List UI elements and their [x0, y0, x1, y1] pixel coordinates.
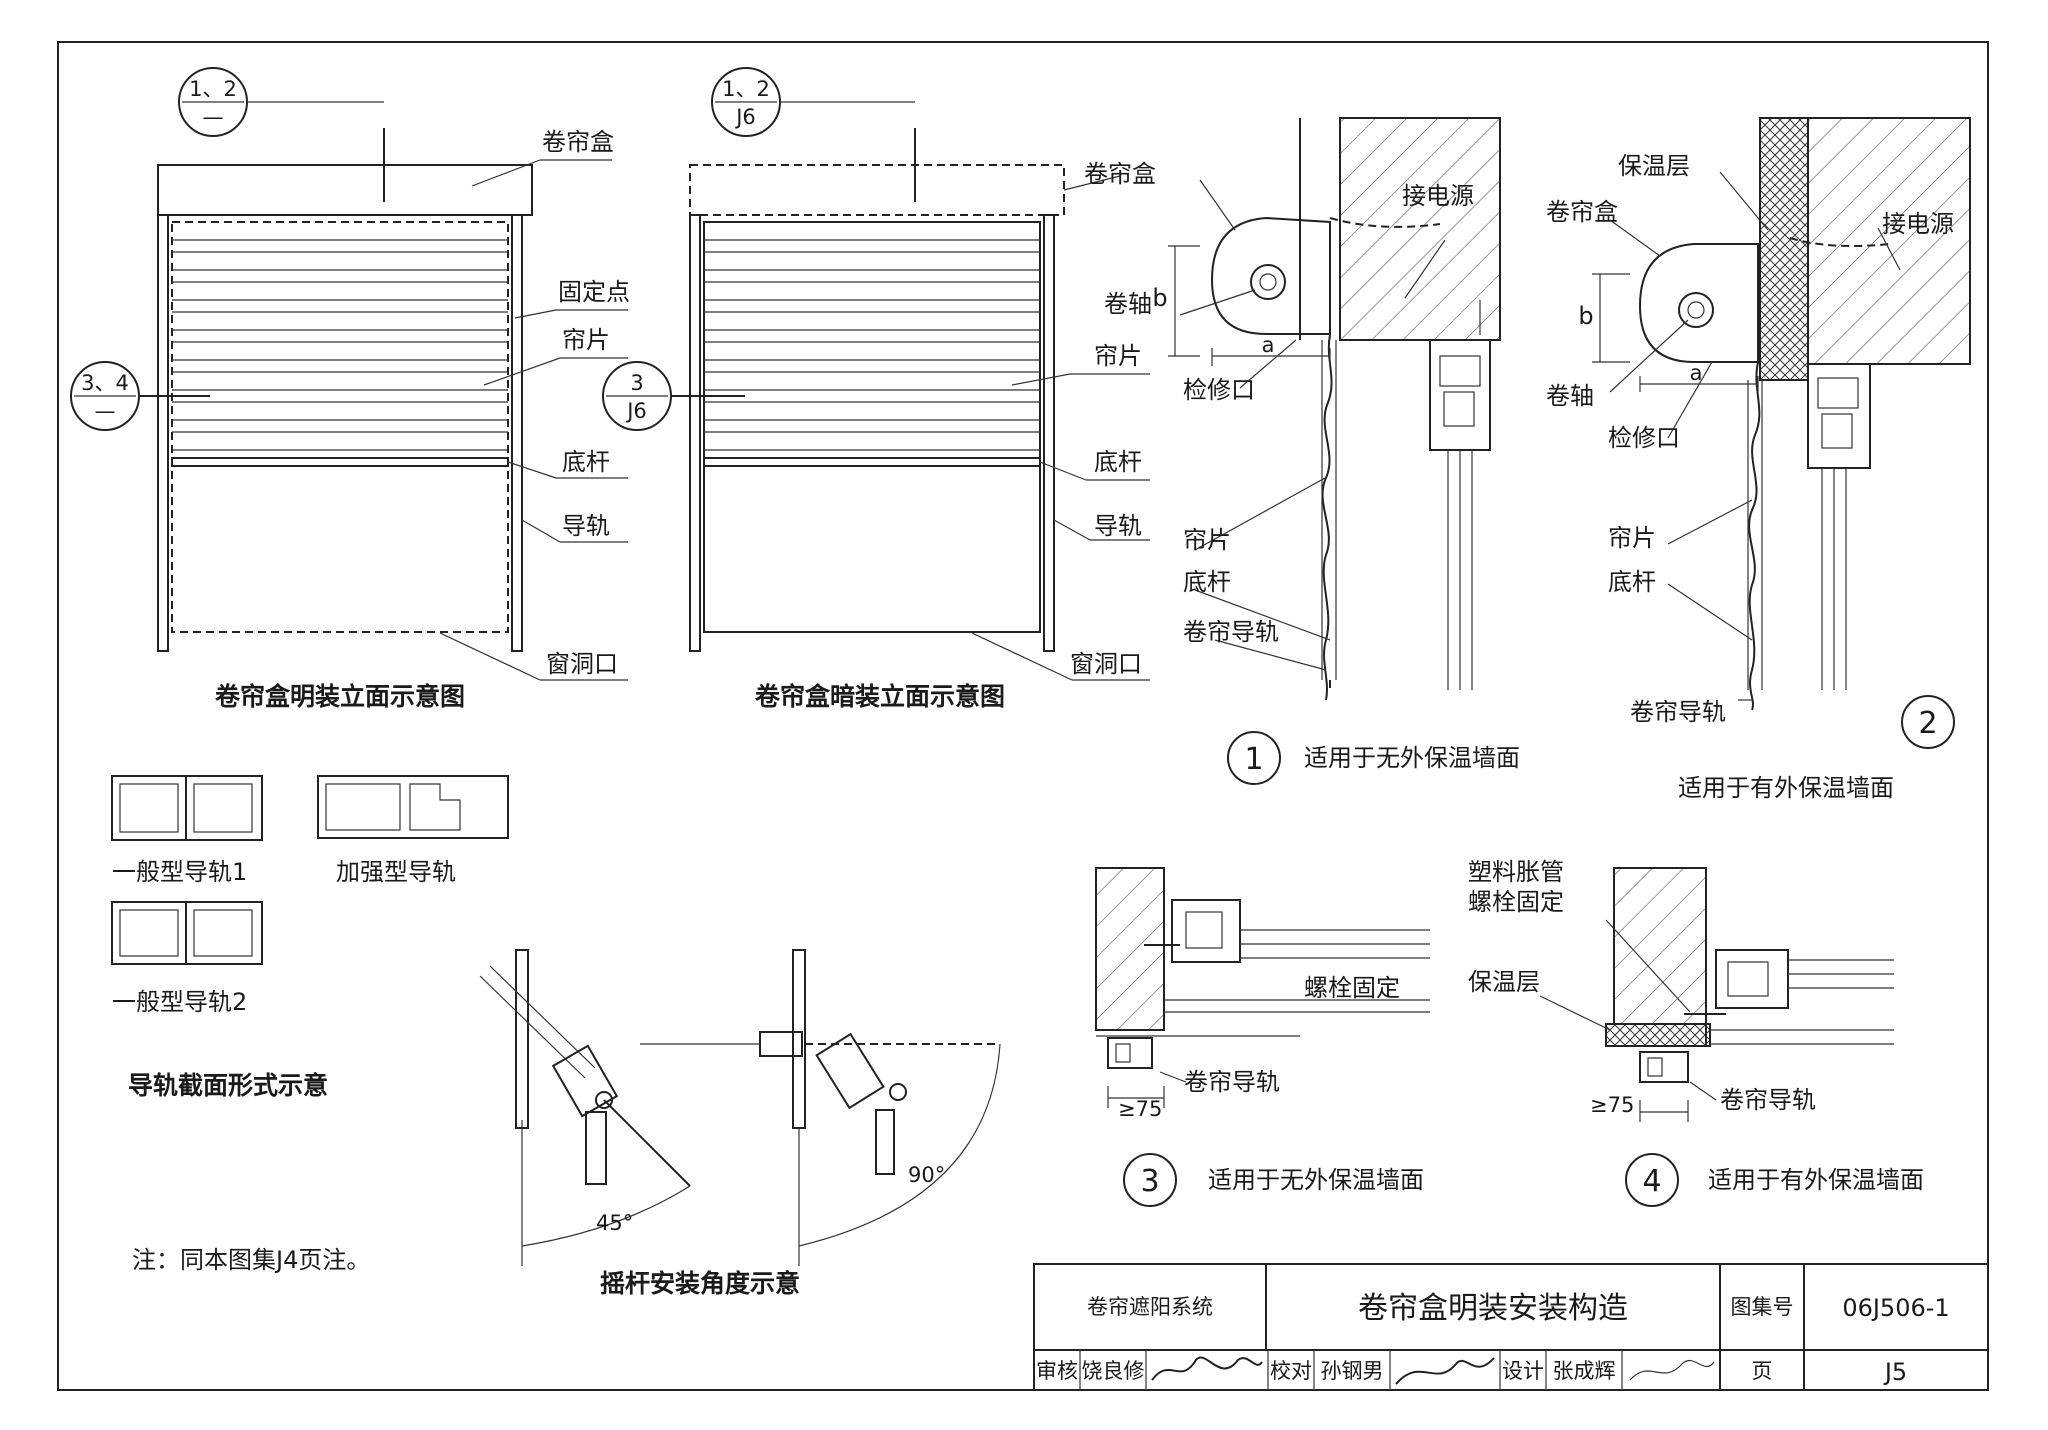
ref-left-top-den: — — [203, 105, 224, 129]
label-bottom-right: 底杆 — [1094, 448, 1142, 476]
label-rail-d3: 卷帘导轨 — [1184, 1068, 1280, 1096]
caption-elevation-right: 卷帘盒暗装立面示意图 — [755, 682, 1005, 711]
rail-sections — [111, 775, 509, 965]
label-rail-general1: 一般型导轨1 — [112, 858, 247, 886]
detail-3-number: 3 — [1140, 1164, 1159, 1199]
tb-review-label: 审核 — [1036, 1359, 1078, 1383]
tb-page-label: 页 — [1752, 1359, 1773, 1383]
label-rail-d4: 卷帘导轨 — [1720, 1086, 1816, 1114]
ref-right-side-num: 3 — [630, 371, 643, 395]
label-a-d2: a — [1690, 361, 1703, 385]
tb-reviewer: 饶良修 — [1082, 1359, 1145, 1383]
label-insulation-d4: 保温层 — [1468, 968, 1540, 996]
elevation-right — [602, 67, 1150, 681]
label-slat-d2: 帘片 — [1608, 524, 1656, 552]
caption-rail-sections: 导轨截面形式示意 — [128, 1071, 328, 1100]
designer-signature — [1629, 1359, 1715, 1381]
tb-atlas-label: 图集号 — [1731, 1295, 1794, 1319]
sheet-border — [57, 41, 1989, 1391]
caption-crank: 摇杆安装角度示意 — [600, 1269, 800, 1298]
detail-4-desc: 适用于有外保温墙面 — [1708, 1166, 1924, 1194]
label-opening-right: 窗洞口 — [1070, 650, 1142, 678]
detail-1-section — [1168, 117, 1501, 785]
title-block — [1033, 1263, 1989, 1391]
ref-left-top-num: 1、2 — [189, 77, 237, 101]
label-slat-right: 帘片 — [1094, 342, 1142, 370]
label-shaft-d1: 卷轴 — [1104, 290, 1152, 318]
label-dim-d3: ≥75 — [1118, 1097, 1162, 1121]
crank-angle-45: 45° — [596, 1211, 633, 1235]
label-b-d1: b — [1152, 284, 1167, 312]
label-slat-left: 帘片 — [562, 326, 610, 354]
tb-system: 卷帘遮阳系统 — [1087, 1295, 1213, 1319]
label-rail-reinforced: 加强型导轨 — [336, 858, 456, 886]
label-slat-d1: 帘片 — [1183, 526, 1231, 554]
crank-diagram — [479, 949, 1001, 1266]
label-rail-left: 导轨 — [562, 512, 610, 540]
sheet-note: 注：同本图集J4页注。 — [132, 1246, 370, 1274]
detail-3-section — [1095, 867, 1430, 1207]
label-anchor1-d4: 塑料胀管 — [1468, 858, 1564, 886]
tb-designer: 张成辉 — [1553, 1359, 1616, 1383]
label-bottom-d2: 底杆 — [1608, 568, 1656, 596]
tb-title: 卷帘盒明装安装构造 — [1358, 1291, 1628, 1326]
label-a-d1: a — [1262, 333, 1275, 357]
detail-1-number: 1 — [1244, 742, 1263, 777]
label-fix-left: 固定点 — [558, 278, 630, 306]
label-insulation-d2: 保温层 — [1618, 152, 1690, 180]
detail-2-section — [1592, 117, 1971, 749]
label-power-d2: 接电源 — [1882, 210, 1954, 238]
detail-1-desc: 适用于无外保温墙面 — [1304, 744, 1520, 772]
label-rail-d2: 卷帘导轨 — [1630, 698, 1726, 726]
label-box-d2: 卷帘盒 — [1546, 198, 1618, 226]
label-hatch-d1: 检修口 — [1183, 376, 1255, 404]
label-hatch-d2: 检修口 — [1608, 424, 1680, 452]
tb-checker: 孙钢男 — [1321, 1359, 1384, 1383]
label-anchor2-d4: 螺栓固定 — [1468, 888, 1564, 916]
label-b-d2: b — [1578, 302, 1593, 330]
label-rail-right: 导轨 — [1094, 512, 1142, 540]
label-rail-d1: 卷帘导轨 — [1183, 618, 1279, 646]
detail-2-desc: 适用于有外保温墙面 — [1678, 774, 1894, 802]
detail-4-number: 4 — [1642, 1164, 1661, 1199]
ref-right-top-den: J6 — [734, 105, 756, 129]
label-bottom-d1: 底杆 — [1183, 568, 1231, 596]
label-shaft-d2: 卷轴 — [1546, 382, 1594, 410]
ref-right-top-num: 1、2 — [722, 77, 770, 101]
crank-angle-90: 90° — [908, 1163, 945, 1187]
label-dim-d4: ≥75 — [1590, 1093, 1634, 1117]
label-bolt-d3: 螺栓固定 — [1304, 974, 1400, 1002]
ref-left-side-num: 3、4 — [81, 371, 129, 395]
label-rail-general2: 一般型导轨2 — [112, 988, 247, 1016]
tb-atlas-no: 06J506-1 — [1842, 1294, 1949, 1322]
detail-2-number: 2 — [1918, 706, 1937, 741]
label-box-left: 卷帘盒 — [542, 128, 614, 156]
label-opening-left: 窗洞口 — [546, 650, 618, 678]
ref-left-side-den: — — [95, 399, 116, 423]
reviewer-signature — [1151, 1356, 1263, 1381]
detail-4-section — [1539, 867, 1894, 1207]
caption-elevation-left: 卷帘盒明装立面示意图 — [215, 682, 465, 711]
checker-signature — [1395, 1357, 1495, 1385]
label-power-d1: 接电源 — [1402, 182, 1474, 210]
tb-page-no: J5 — [1883, 1358, 1907, 1386]
tb-design-label: 设计 — [1502, 1359, 1544, 1383]
detail-3-desc: 适用于无外保温墙面 — [1208, 1166, 1424, 1194]
elevation-left — [70, 67, 628, 681]
tb-check-label: 校对 — [1270, 1359, 1312, 1383]
ref-right-side-den: J6 — [625, 399, 647, 423]
label-bottom-left: 底杆 — [562, 448, 610, 476]
label-box-d1: 卷帘盒 — [1084, 160, 1156, 188]
